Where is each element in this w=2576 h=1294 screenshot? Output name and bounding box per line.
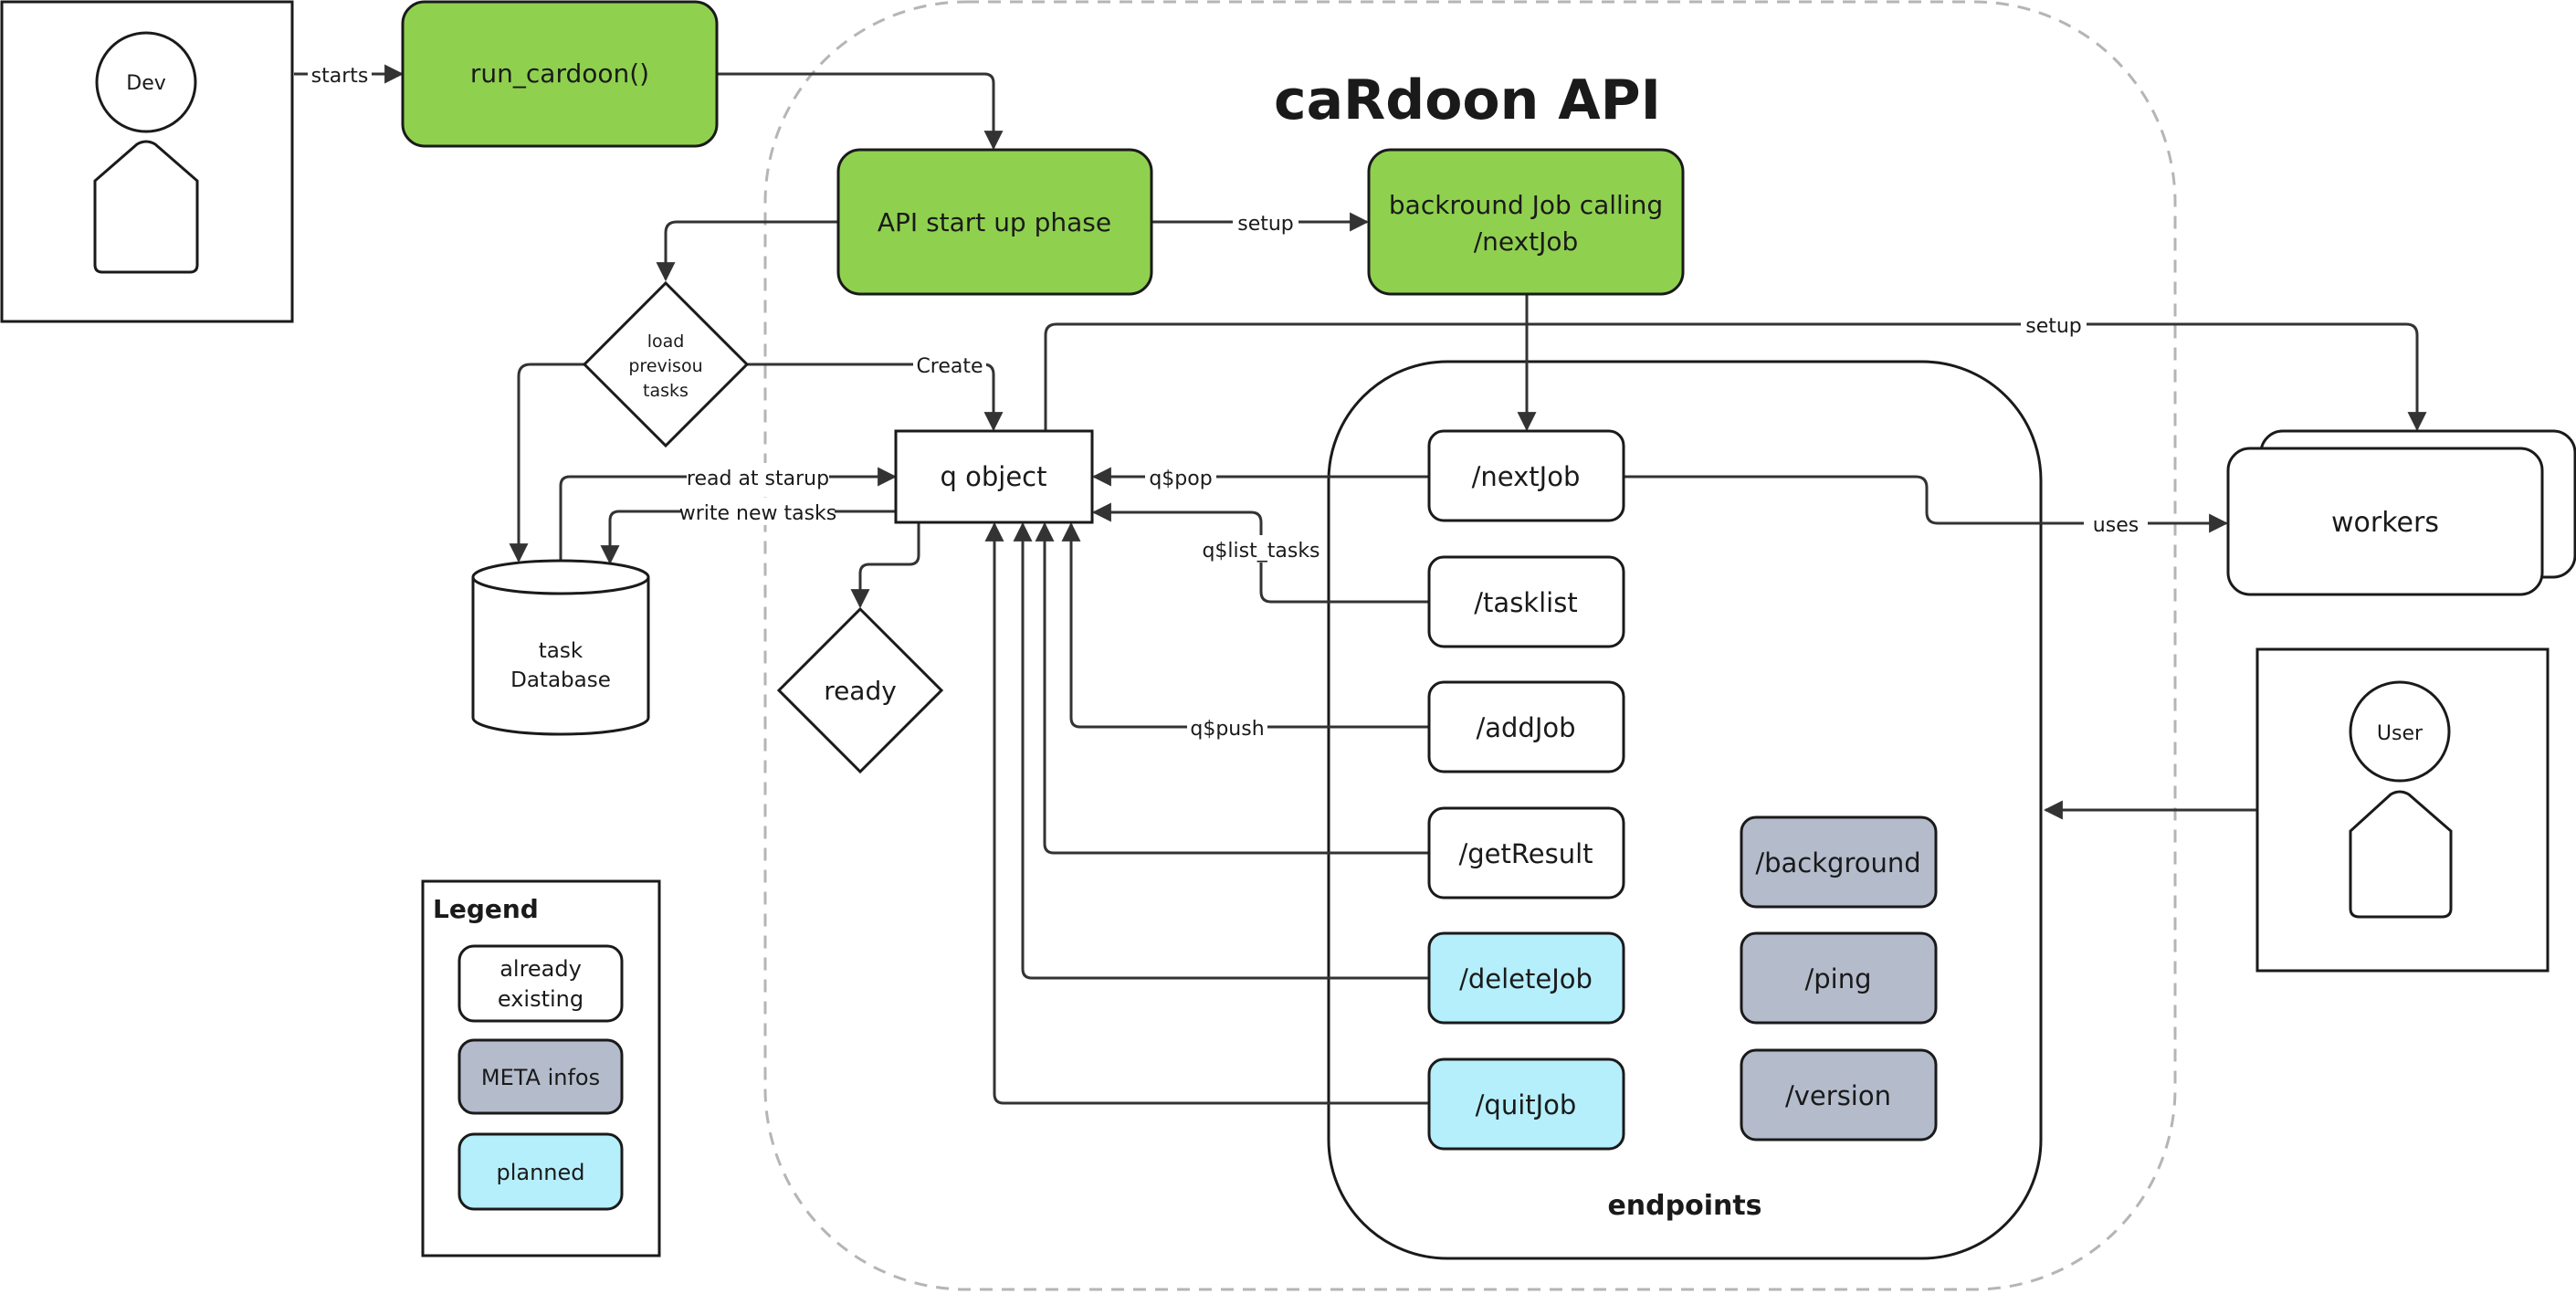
dev-label: Dev (126, 72, 166, 95)
edge-qpush (1061, 521, 1428, 729)
svg-text:/deleteJob: /deleteJob (1459, 963, 1593, 994)
edge-uses (1624, 475, 2229, 533)
svg-text:read at starup: read at starup (687, 468, 829, 490)
edge-startup-to-load (656, 220, 838, 282)
svg-text:/getResult: /getResult (1459, 838, 1593, 869)
svg-text:existing: existing (498, 986, 584, 1012)
edge-label-create: Create (913, 351, 986, 378)
edge-getresult (1035, 521, 1428, 855)
svg-text:Database: Database (510, 668, 611, 692)
node-run-cardoon: run_cardoon() (401, 0, 719, 148)
endpoint-background: /background (1740, 815, 1938, 909)
node-api-startup: API start up phase (836, 148, 1153, 296)
edge-label-qpush: q$push (1187, 713, 1267, 741)
svg-text:tasks: tasks (643, 381, 689, 401)
svg-text:task: task (539, 639, 584, 663)
edge-read-at-startup (559, 467, 898, 561)
edge-q-to-ready (850, 522, 920, 609)
endpoint-tasklist: /tasklist (1427, 555, 1625, 648)
dev-head-icon (95, 31, 197, 133)
edge-label-starts: starts (308, 60, 372, 88)
endpoints-title: endpoints (1607, 1190, 1761, 1222)
svg-text:META infos: META infos (481, 1065, 600, 1090)
user-body-icon (2349, 790, 2453, 919)
actor-dev: Dev (0, 0, 294, 323)
user-label: User (2377, 722, 2424, 745)
edge-label-qpop: q$pop (1145, 463, 1216, 490)
legend: Legend already existing META infos plann… (421, 879, 661, 1257)
dev-body-icon (93, 140, 199, 274)
edge-quitjob (984, 521, 1428, 1105)
svg-text:/ping: /ping (1804, 963, 1871, 994)
endpoint-quitjob: /quitJob (1427, 1057, 1625, 1151)
node-load-tasks: load previsou tasks (582, 280, 750, 448)
svg-text:/quitJob: /quitJob (1476, 1089, 1577, 1120)
svg-text:setup: setup (2025, 315, 2082, 338)
svg-text:/version: /version (1785, 1080, 1891, 1111)
edge-load-to-db (509, 363, 585, 563)
edge-run-to-startup (718, 72, 1004, 151)
edge-label-qlist-tasks: q$list_tasks (1202, 535, 1320, 563)
endpoint-addjob: /addJob (1427, 680, 1625, 773)
endpoint-deletejob: /deleteJob (1427, 931, 1625, 1025)
svg-text:starts: starts (311, 65, 369, 88)
endpoint-ping: /ping (1740, 931, 1938, 1025)
actor-user: User (2255, 647, 2550, 973)
svg-text:q object: q object (941, 461, 1047, 492)
svg-text:previsou: previsou (628, 356, 702, 376)
legend-meta: META infos (457, 1038, 624, 1115)
edge-label-read-at-startup: read at starup (687, 463, 829, 490)
edge-label-write-new-tasks: write new tasks (679, 498, 837, 525)
edge-label-setup-workers: setup (2021, 310, 2087, 338)
diagram-title: caRdoon API (1274, 68, 1661, 132)
svg-text:q$pop: q$pop (1149, 468, 1212, 490)
node-ready: ready (776, 606, 944, 774)
edge-label-uses: uses (2084, 510, 2148, 537)
svg-text:/tasklist: /tasklist (1474, 587, 1577, 618)
node-background-job: backround Job calling /nextJob (1367, 148, 1685, 296)
svg-text:backround Job calling: backround Job calling (1389, 190, 1663, 220)
svg-text:setup: setup (1237, 213, 1294, 236)
endpoint-nextjob: /nextJob (1427, 429, 1625, 522)
svg-text:planned: planned (496, 1160, 584, 1185)
svg-text:ready: ready (824, 676, 897, 706)
legend-title: Legend (433, 894, 539, 924)
edge-setup-workers (1044, 322, 2427, 432)
svg-text:already: already (499, 956, 582, 982)
svg-text:workers: workers (2331, 507, 2439, 539)
svg-text:q$push: q$push (1190, 718, 1264, 741)
svg-text:load: load (647, 331, 685, 352)
endpoint-getresult: /getResult (1427, 806, 1625, 899)
node-workers: workers (2226, 429, 2576, 596)
api-boundary (763, 0, 2177, 1291)
svg-text:write new tasks: write new tasks (679, 502, 837, 525)
svg-text:/nextJob: /nextJob (1472, 461, 1581, 492)
legend-existing: already existing (457, 944, 624, 1023)
user-head-icon (2349, 680, 2451, 783)
svg-text:q$list_tasks: q$list_tasks (1202, 540, 1320, 563)
svg-text:/addJob: /addJob (1476, 712, 1575, 743)
legend-planned: planned (457, 1132, 624, 1211)
node-task-database: task Database (471, 559, 650, 736)
edge-deletejob (1013, 521, 1428, 980)
edge-label-setup-background: setup (1233, 208, 1299, 236)
edge-write-new-tasks (600, 510, 895, 565)
svg-text:/background: /background (1755, 847, 1920, 878)
svg-text:Create: Create (916, 355, 983, 378)
endpoint-version: /version (1740, 1048, 1938, 1141)
node-q-object: q object (894, 429, 1094, 524)
svg-text:/nextJob: /nextJob (1474, 226, 1579, 257)
svg-text:run_cardoon(): run_cardoon() (470, 58, 649, 89)
svg-text:API start up phase: API start up phase (878, 207, 1111, 237)
svg-text:uses: uses (2093, 514, 2139, 537)
